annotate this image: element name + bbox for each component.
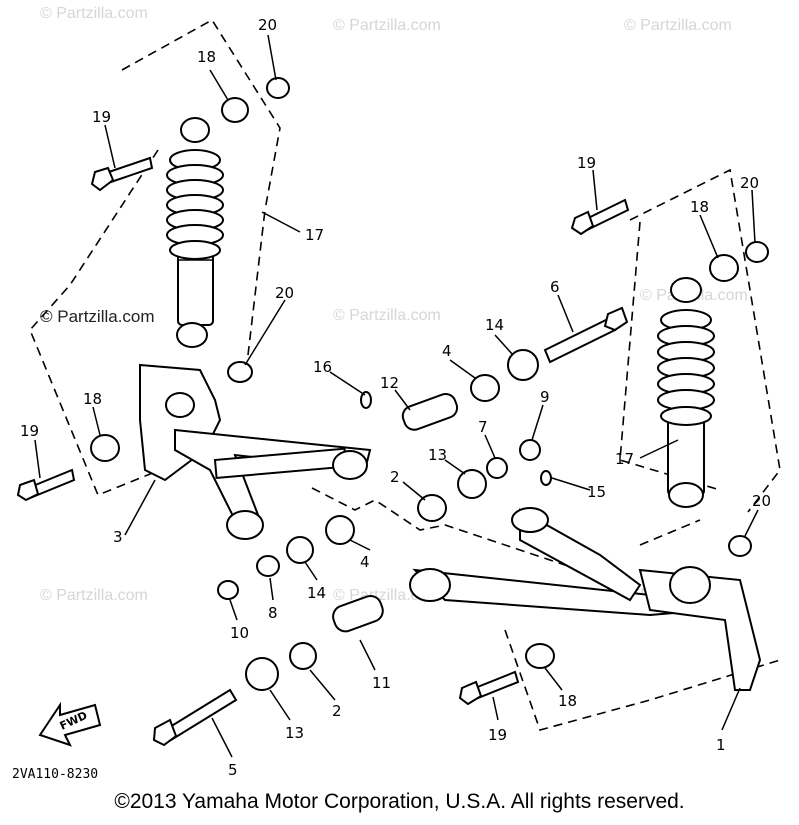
callout-2: 2 — [332, 702, 342, 720]
bolts — [16, 156, 630, 747]
callout-3: 3 — [113, 528, 123, 546]
dashed-outlines — [29, 18, 781, 731]
callout-20: 20 — [275, 284, 294, 302]
callout-12: 12 — [380, 374, 399, 392]
watermark: © Partzilla.com — [40, 5, 148, 22]
diagram-code: 2VA110-8230 — [12, 767, 98, 782]
small-parts — [90, 77, 769, 691]
left-shock-absorber — [166, 117, 224, 348]
callout-14: 14 — [485, 316, 504, 334]
callout-20: 20 — [740, 174, 759, 192]
callout-19: 19 — [488, 726, 507, 744]
callout-5: 5 — [228, 761, 238, 779]
callout-20: 20 — [258, 16, 277, 34]
callout-6: 6 — [550, 278, 560, 296]
callout-15: 15 — [587, 483, 606, 501]
callout-13: 13 — [285, 724, 304, 742]
callout-14: 14 — [307, 584, 326, 602]
watermark: © Partzilla.com — [40, 587, 148, 604]
callout-4: 4 — [360, 553, 370, 571]
callout-numbers: 20 18 19 17 20 18 19 3 16 12 4 14 6 19 1… — [20, 16, 771, 779]
callout-18: 18 — [690, 198, 709, 216]
fwd-arrow-icon: FWD — [38, 701, 102, 747]
watermark: © Partzilla.com — [333, 307, 441, 324]
lower-arm — [409, 507, 762, 691]
callout-10: 10 — [230, 624, 249, 642]
callout-11: 11 — [372, 674, 391, 692]
callout-20: 20 — [752, 492, 771, 510]
callout-7: 7 — [478, 418, 488, 436]
watermark-dark: © Partzilla.com — [40, 307, 155, 326]
callout-13: 13 — [428, 446, 447, 464]
right-shock-absorber — [657, 277, 715, 508]
callout-19: 19 — [577, 154, 596, 172]
watermark-group: © Partzilla.com © Partzilla.com © Partzi… — [40, 5, 748, 604]
callout-18: 18 — [558, 692, 577, 710]
callout-9: 9 — [540, 388, 550, 406]
callout-18: 18 — [83, 390, 102, 408]
upper-arm — [139, 363, 372, 540]
callout-4: 4 — [442, 342, 452, 360]
callout-1: 1 — [716, 736, 726, 754]
watermark: © Partzilla.com — [624, 17, 732, 34]
callout-2: 2 — [390, 468, 400, 486]
copyright-notice: ©2013 Yamaha Motor Corporation, U.S.A. A… — [114, 790, 685, 813]
callout-19: 19 — [20, 422, 39, 440]
callout-17: 17 — [615, 450, 634, 468]
callout-19: 19 — [92, 108, 111, 126]
callout-18: 18 — [197, 48, 216, 66]
callout-8: 8 — [268, 604, 278, 622]
callout-16: 16 — [313, 358, 332, 376]
watermark: © Partzilla.com — [333, 17, 441, 34]
callout-17: 17 — [305, 226, 324, 244]
leader-lines — [34, 34, 759, 758]
